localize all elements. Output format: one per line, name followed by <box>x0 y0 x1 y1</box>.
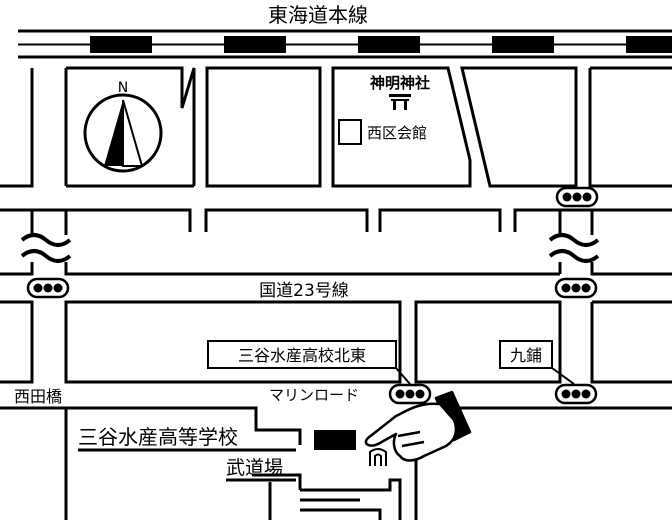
railway-label: 東海道本線 <box>268 3 368 27</box>
traffic-signal-icon <box>26 277 70 299</box>
intersection-kuho-label: 九鋪 <box>510 346 542 365</box>
intersection-box <box>207 340 397 369</box>
traffic-signal-icon <box>554 277 598 299</box>
traffic-signal-icon <box>388 383 432 405</box>
dojo-label: 武道場 <box>226 457 283 479</box>
intersection-mitani-label: 三谷水産高校北東 <box>238 346 366 365</box>
hall-square-icon <box>338 119 362 145</box>
marine-road-label: マリンロード <box>269 386 359 404</box>
road-break-marks <box>20 233 600 263</box>
hall-label: 西区会館 <box>367 124 427 142</box>
school-name-label: 三谷水産高等学校 <box>78 425 238 449</box>
pointing-hand-icon <box>364 390 472 462</box>
road-network <box>0 66 672 520</box>
railway-track <box>18 29 672 59</box>
north-compass-icon <box>83 93 163 173</box>
national-route-label: 国道23号線 <box>259 281 349 301</box>
shrine-label: 神明神社 <box>370 74 430 92</box>
intersection-box <box>499 340 553 369</box>
dojo-building <box>314 430 356 450</box>
traffic-signal-icon <box>554 383 598 405</box>
compass-label: N <box>118 80 128 96</box>
bridge-label: 西田橋 <box>14 387 62 406</box>
school-gate-icon <box>369 448 387 466</box>
traffic-signal-icon <box>555 186 599 208</box>
torii-icon <box>389 94 411 110</box>
